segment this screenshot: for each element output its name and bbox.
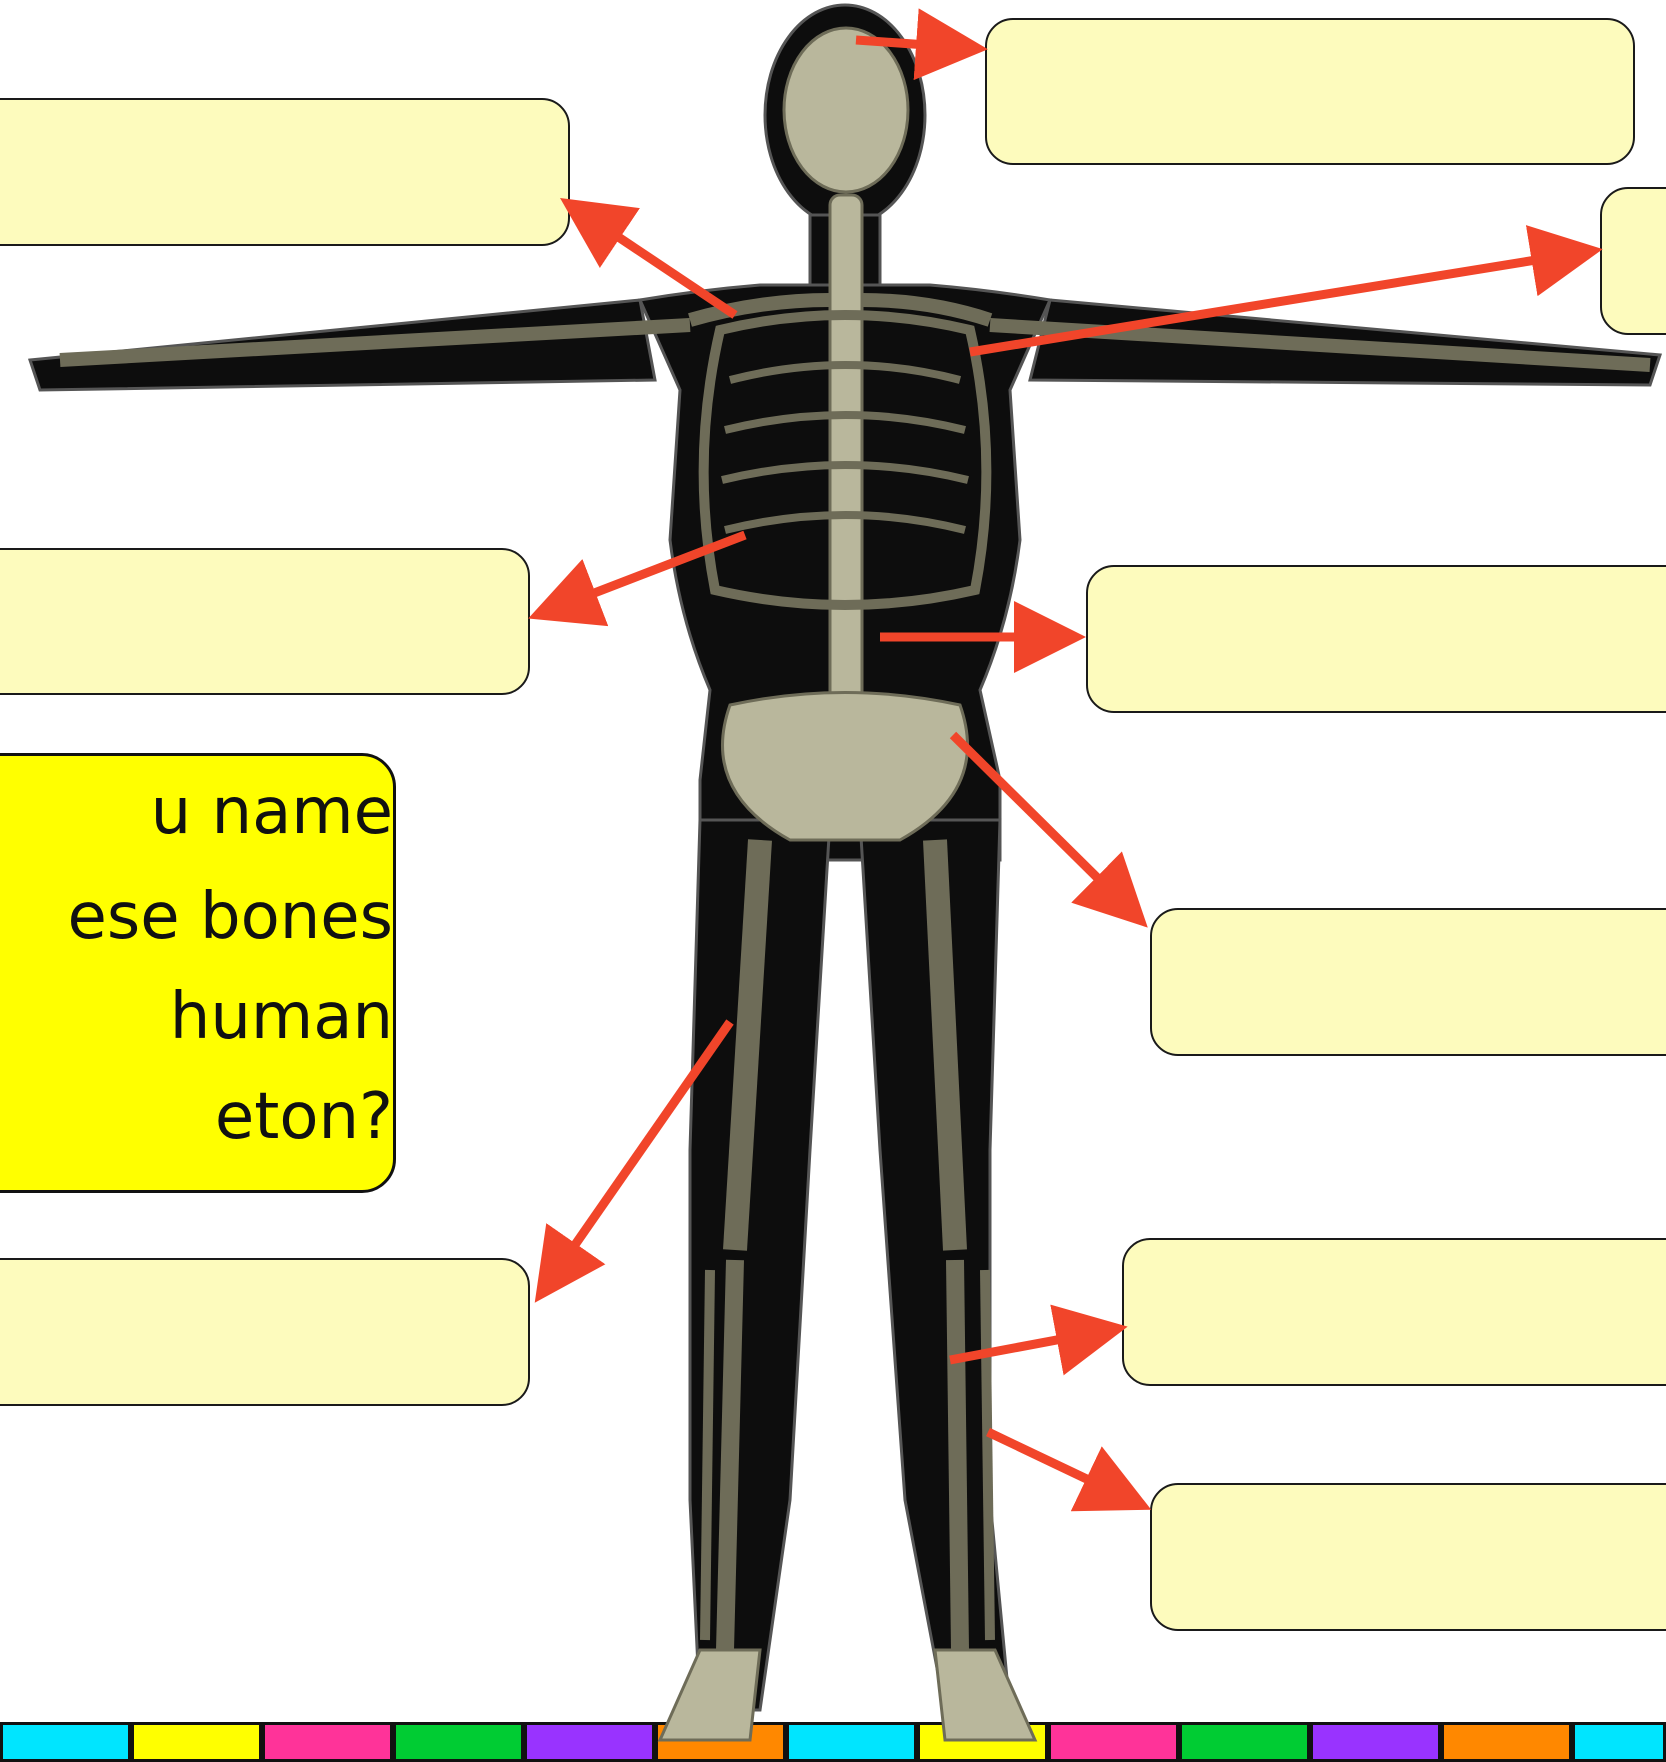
fibula-left <box>705 1270 710 1640</box>
foot-right <box>935 1650 1035 1740</box>
foot-left <box>660 1650 760 1740</box>
arrow-fibula <box>988 1432 1135 1502</box>
fibula-right <box>985 1270 990 1640</box>
pelvis <box>723 693 968 841</box>
tibia-right <box>955 1260 960 1650</box>
skeleton-bones <box>60 28 1650 1740</box>
skull <box>784 28 908 192</box>
spine <box>830 195 862 755</box>
tibia-left <box>725 1260 735 1650</box>
